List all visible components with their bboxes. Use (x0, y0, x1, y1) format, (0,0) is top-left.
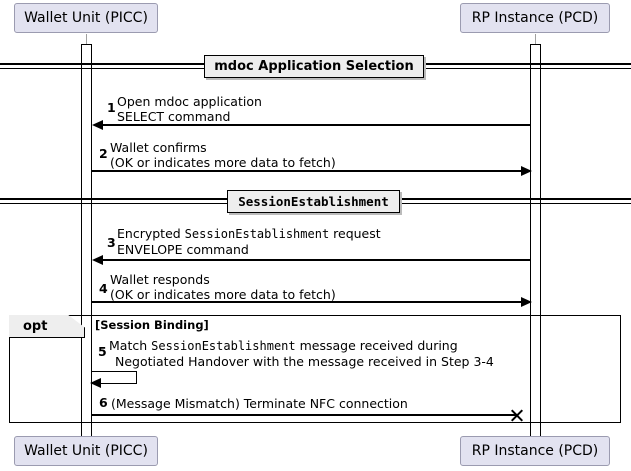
message-2-line (92, 170, 522, 172)
divider-2-box: SessionEstablishment (227, 190, 400, 213)
participant-rp-bottom-label: RP Instance (PCD) (471, 443, 599, 459)
message-3-line-1-post: request (329, 226, 381, 241)
message-5-line-1-post: message received during (295, 338, 458, 353)
message-4-arrowhead (521, 297, 532, 307)
divider-1-box: mdoc Application Selection (204, 55, 424, 78)
divider-1-label: mdoc Application Selection (214, 59, 414, 74)
participant-wallet-top-label: Wallet Unit (PICC) (24, 10, 148, 26)
message-1-text: Open mdoc application SELECT command (117, 94, 262, 124)
message-3-line (96, 259, 530, 261)
message-4-line-2: (OK or indicates more data to fetch) (110, 287, 336, 302)
message-3-line-1: Encrypted SessionEstablishment request (117, 226, 381, 242)
participant-rp-top-label: RP Instance (PCD) (471, 10, 599, 26)
message-1-line (96, 124, 530, 126)
message-5-self-loop (92, 371, 137, 384)
fragment-opt-operator-label: opt (23, 318, 48, 334)
message-5-line-1-mono: SessionEstablishment (151, 339, 296, 353)
message-4-text: Wallet responds (OK or indicates more da… (110, 272, 336, 302)
message-3-text: Encrypted SessionEstablishment request E… (117, 226, 381, 257)
fragment-opt-session-binding (9, 315, 621, 423)
message-3-line-2: ENVELOPE command (117, 242, 249, 257)
fragment-opt-guard: [Session Binding] (95, 318, 209, 332)
message-5-line-2: Negotiated Handover with the message rec… (115, 354, 494, 369)
message-5-text: Match SessionEstablishment message recei… (109, 338, 494, 369)
message-2-number: 2 (99, 146, 108, 161)
participant-wallet-bottom-label: Wallet Unit (PICC) (24, 443, 148, 459)
message-4-line (92, 301, 522, 303)
message-3-line-1-mono: SessionEstablishment (184, 227, 330, 241)
fragment-opt-operator-tab: opt (9, 315, 85, 338)
message-4-number: 4 (99, 281, 108, 296)
message-2-line-2: (OK or indicates more data to fetch) (110, 155, 336, 170)
message-5-line-1-pre: Match (109, 338, 152, 353)
divider-2-label: SessionEstablishment (238, 194, 389, 209)
message-2-line-1: Wallet confirms (110, 140, 207, 155)
message-3-arrowhead (92, 255, 103, 265)
participant-rp-top[interactable]: RP Instance (PCD) (460, 3, 610, 33)
message-2-text: Wallet confirms (OK or indicates more da… (110, 140, 336, 170)
participant-rp-bottom[interactable]: RP Instance (PCD) (460, 436, 610, 466)
message-6-destroy-marker (508, 408, 523, 423)
message-3-line-1-pre: Encrypted (117, 226, 185, 241)
message-1-arrowhead (92, 120, 103, 130)
message-5-line-1: Match SessionEstablishment message recei… (109, 338, 494, 354)
message-1-line-2: SELECT command (117, 109, 231, 124)
message-3-number: 3 (107, 235, 116, 250)
message-5-arrowhead (90, 378, 101, 388)
message-2-arrowhead (521, 166, 532, 176)
message-6-text: (Message Mismatch) Terminate NFC connect… (111, 396, 408, 411)
message-1-line-1: Open mdoc application (117, 94, 262, 109)
participant-wallet-bottom[interactable]: Wallet Unit (PICC) (14, 436, 158, 466)
message-1-number: 1 (107, 100, 116, 115)
participant-wallet-top[interactable]: Wallet Unit (PICC) (14, 3, 158, 33)
message-4-line-1: Wallet responds (110, 272, 210, 287)
message-6-line (92, 414, 516, 416)
message-5-number: 5 (98, 344, 107, 359)
message-6-line-1: (Message Mismatch) Terminate NFC connect… (111, 396, 408, 411)
message-6-number: 6 (99, 395, 108, 410)
